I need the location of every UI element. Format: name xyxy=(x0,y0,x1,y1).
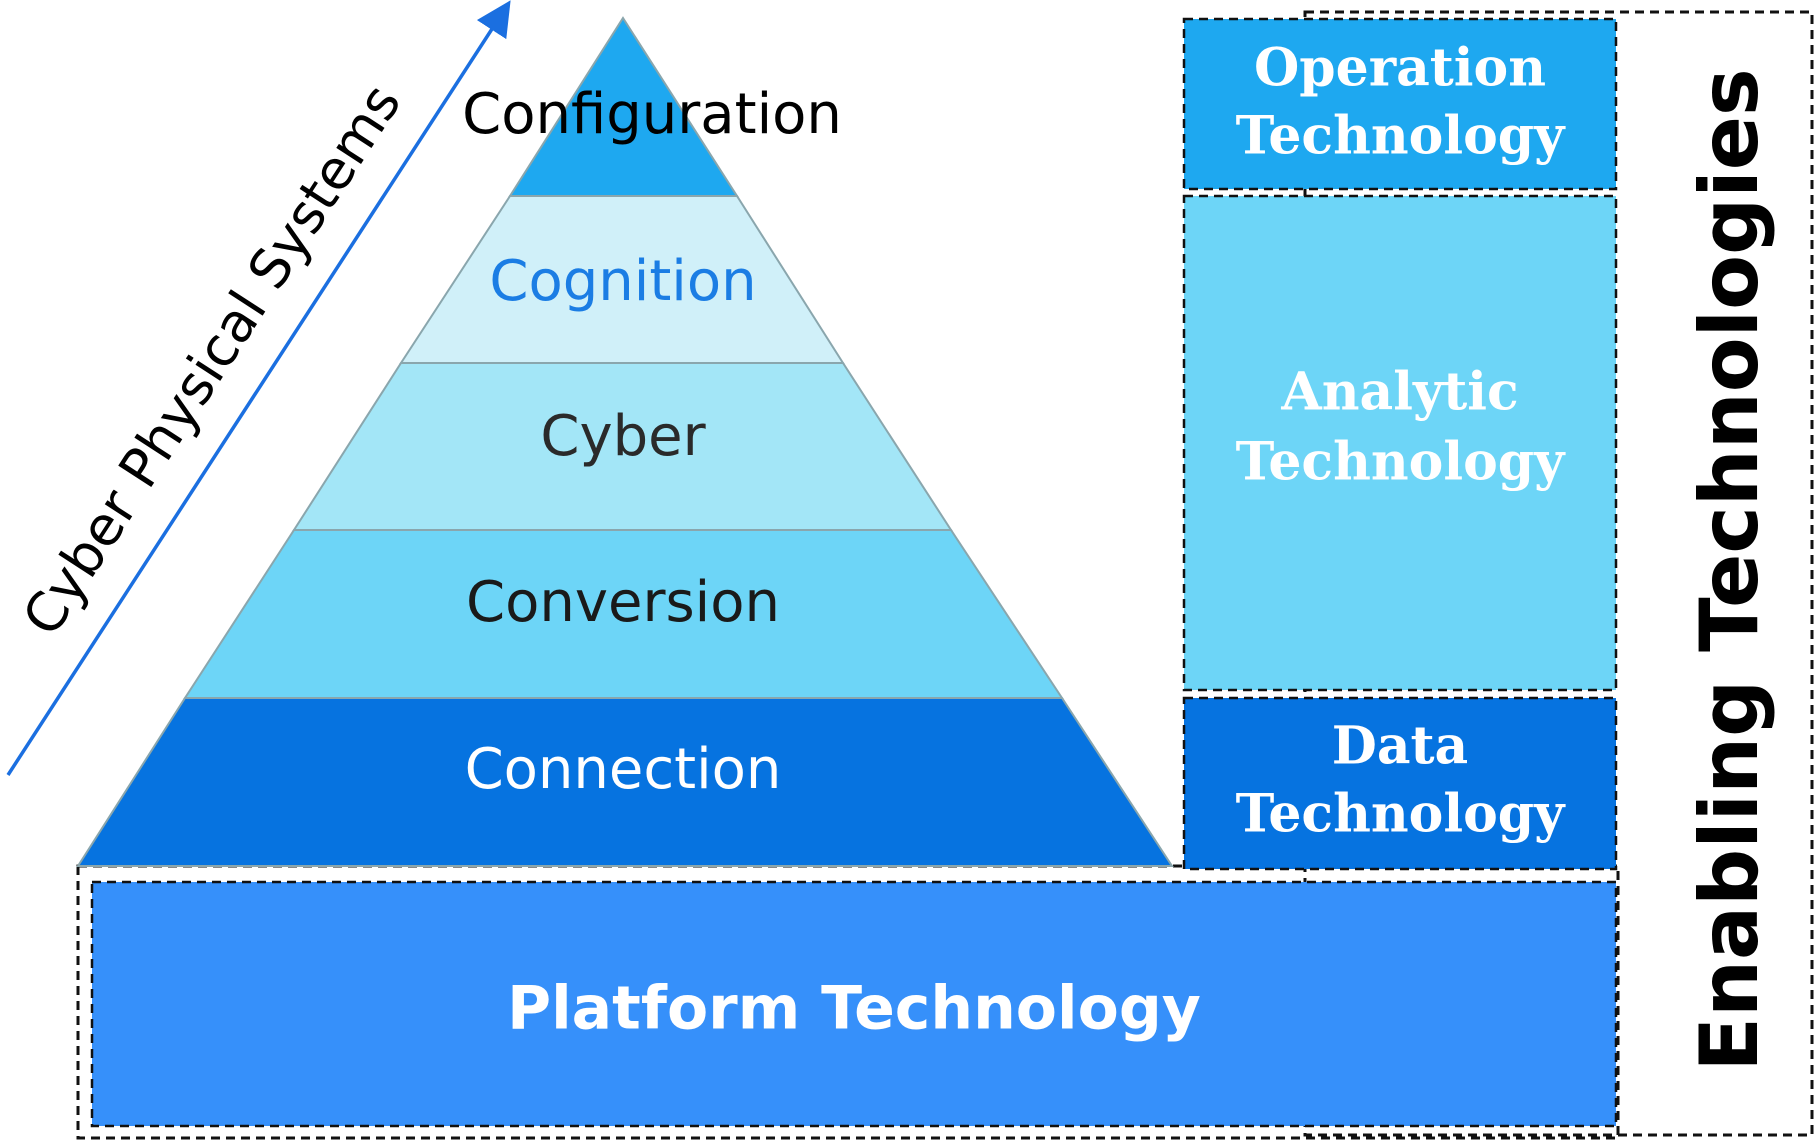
cyber-label: Cyber xyxy=(540,404,706,469)
platform-technology-box xyxy=(90,880,1618,1128)
analytic-technology-line1: Analytic xyxy=(1280,362,1518,423)
analytic-technology-line2: Technology xyxy=(1236,432,1567,493)
data-technology-line2: Technology xyxy=(1236,784,1567,845)
operation-technology-line1: Operation xyxy=(1254,38,1546,99)
data-technology-line1: Data xyxy=(1332,716,1469,777)
conversion-label: Conversion xyxy=(466,570,780,635)
cps-arrow xyxy=(6,0,511,776)
cognition-label: Cognition xyxy=(489,249,756,314)
operation-technology-box: Operation Technology xyxy=(1182,17,1618,191)
platform-technology-label: Platform Technology xyxy=(507,974,1201,1044)
pyramid-level-connection xyxy=(76,697,1174,867)
enabling-technologies-label: Enabling Technologies xyxy=(1683,68,1776,1071)
configuration-label: Configuration xyxy=(462,82,842,147)
analytic-technology-box: Analytic Technology xyxy=(1182,194,1618,692)
data-technology-box: Data Technology xyxy=(1182,696,1618,871)
cps-pyramid: Configuration Cognition Cyber Conversion… xyxy=(76,16,1174,867)
operation-technology-line2: Technology xyxy=(1236,106,1567,167)
enabling-technologies-frame xyxy=(1303,10,1814,1137)
connection-label: Connection xyxy=(465,737,782,802)
